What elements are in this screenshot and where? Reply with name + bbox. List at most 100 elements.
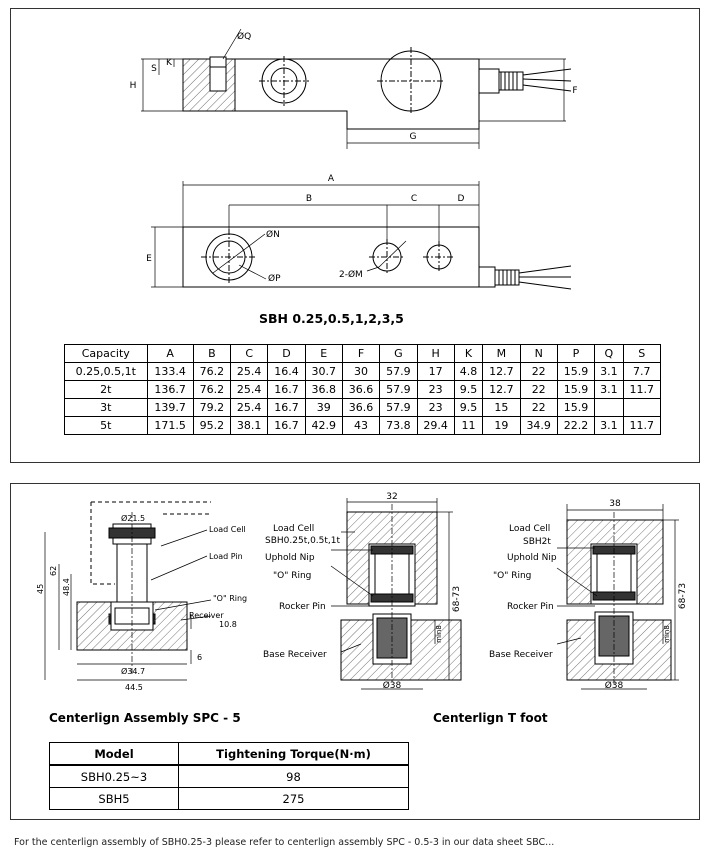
table-cell: SBH0.25~3 — [49, 764, 179, 788]
mid-dim-min: min8 — [435, 625, 443, 643]
torque-header-row: Model Tightening Torque(N·m) — [49, 742, 409, 766]
table-cell: 25.4 — [230, 380, 269, 399]
spc5-drawing — [44, 501, 212, 681]
table-cell: 76.2 — [192, 362, 232, 381]
spec-header: Capacity — [64, 344, 148, 363]
table-cell: 16.7 — [267, 380, 306, 399]
dim-d: D — [458, 194, 465, 204]
tfoot-dim-h: 68-73 — [678, 583, 688, 609]
top-view — [151, 181, 572, 290]
mid-label-load-cell: Load Cell — [273, 524, 314, 534]
table-cell: 16.7 — [267, 398, 306, 417]
table-cell: 19 — [482, 416, 521, 435]
table-cell: 73.8 — [379, 416, 418, 435]
table-cell: 25.4 — [230, 362, 269, 381]
table-cell: 29.4 — [416, 416, 455, 435]
table-cell: 3t — [64, 398, 148, 417]
torque-header: Model — [49, 742, 179, 766]
spc5-dim-d3: 48.4 — [62, 578, 71, 596]
table-cell: 12.7 — [482, 380, 521, 399]
spec-header: P — [556, 344, 596, 363]
spec-header: K — [453, 344, 484, 363]
table-cell: 57.9 — [379, 398, 418, 417]
dim-a: A — [328, 174, 335, 184]
table-cell: 25.4 — [230, 398, 269, 417]
torque-header: Tightening Torque(N·m) — [178, 742, 409, 766]
table-row: 5t 171.5 95.2 38.1 16.7 42.9 43 73.8 29.… — [64, 416, 662, 435]
dim-k: K — [166, 58, 173, 68]
spec-header: H — [416, 344, 455, 363]
mid-dim-d: Ø38 — [383, 680, 402, 691]
table-cell: 136.7 — [146, 380, 194, 399]
table-cell: 22 — [519, 380, 558, 399]
mid-assembly-drawing — [330, 498, 462, 690]
table-cell: 22 — [519, 398, 558, 417]
table-cell: 76.2 — [192, 380, 232, 399]
spc5-dim-d1: Ø21.5 — [121, 513, 145, 523]
tfoot-drawing — [556, 504, 679, 690]
dim-g: G — [410, 132, 417, 142]
table-cell: 98 — [178, 764, 409, 788]
side-view — [141, 28, 572, 149]
table-cell: 30 — [341, 362, 381, 381]
table-cell: 43 — [341, 416, 381, 435]
dim-n: ØN — [266, 229, 280, 240]
table-cell: 9.5 — [453, 398, 484, 417]
spc5-dim-d5: 10.8 — [219, 620, 237, 629]
tfoot-label-o-ring: "O" Ring — [493, 571, 531, 581]
spec-header: B — [192, 344, 232, 363]
spc5-dim-d6: 6 — [197, 653, 202, 662]
footnote: For the centerlign assembly of SBH0.25-3… — [14, 837, 555, 848]
dim-b: B — [306, 194, 312, 204]
mid-dim-h: 68-73 — [452, 586, 462, 612]
table-cell: 139.7 — [146, 398, 194, 417]
table-cell: 36.6 — [341, 398, 381, 417]
dim-s: S — [151, 64, 157, 74]
table-cell: 79.2 — [192, 398, 232, 417]
table-row: 2t 136.7 76.2 25.4 16.7 36.8 36.6 57.9 2… — [64, 380, 662, 399]
top-caption: SBH 0.25,0.5,1,2,3,5 — [259, 311, 404, 326]
table-cell: 7.7 — [622, 362, 662, 381]
load-cell-drawing-top: H S K ØQ F G — [130, 28, 578, 290]
dim-m: 2-ØM — [339, 269, 363, 280]
table-row: SBH5 275 — [49, 787, 409, 810]
table-cell: 17 — [416, 362, 455, 381]
table-row: SBH0.25~3 98 — [49, 764, 409, 788]
assembly-drawings: Ø21.5 62 48.4 45 10.8 6 Ø34.7 44.5 Load … — [36, 492, 688, 692]
table-cell: 3.1 — [594, 416, 624, 435]
spec-header: G — [379, 344, 418, 363]
tfoot-label-rocker: Rocker Pin — [507, 602, 554, 612]
table-cell: 133.4 — [146, 362, 194, 381]
spc5-dim-d4: 45 — [36, 584, 45, 594]
table-cell: 42.9 — [304, 416, 343, 435]
table-cell: 171.5 — [146, 416, 194, 435]
table-cell: SBH5 — [49, 787, 179, 810]
spc5-dim-d2: 62 — [49, 566, 58, 576]
table-cell: 30.7 — [304, 362, 343, 381]
spc5-label-load-pin: Load Pin — [209, 552, 243, 561]
tfoot-dim-w: 38 — [609, 499, 621, 509]
table-cell: 22.2 — [556, 416, 596, 435]
table-cell: 38.1 — [230, 416, 269, 435]
table-cell: 4.8 — [453, 362, 484, 381]
tfoot-label-load-cell: Load Cell — [509, 524, 550, 534]
tfoot-dim-min: min8 — [663, 625, 671, 643]
table-cell: 275 — [178, 787, 409, 810]
spc5-label-o-ring: "O" Ring — [213, 594, 247, 603]
spec-table: Capacity A B C D E F G H K M N P Q S 0.2… — [64, 344, 662, 435]
spc5-dim-d7: Ø34.7 — [121, 666, 145, 676]
table-cell: 34.9 — [519, 416, 558, 435]
dim-q: ØQ — [237, 31, 251, 42]
spc5-caption: Centerlign Assembly SPC - 5 — [49, 711, 241, 725]
table-cell — [622, 398, 662, 417]
table-cell: 0.25,0.5,1t — [64, 362, 148, 381]
table-row: 3t 139.7 79.2 25.4 16.7 39 36.6 57.9 23 … — [64, 398, 662, 417]
spec-header: D — [267, 344, 306, 363]
table-cell: 5t — [64, 416, 148, 435]
spec-header: M — [482, 344, 521, 363]
table-row: 0.25,0.5,1t 133.4 76.2 25.4 16.4 30.7 30… — [64, 362, 662, 381]
table-cell: 11 — [453, 416, 484, 435]
mid-label-uphold: Uphold Nip — [265, 553, 315, 563]
table-cell: 22 — [519, 362, 558, 381]
table-cell: 36.6 — [341, 380, 381, 399]
